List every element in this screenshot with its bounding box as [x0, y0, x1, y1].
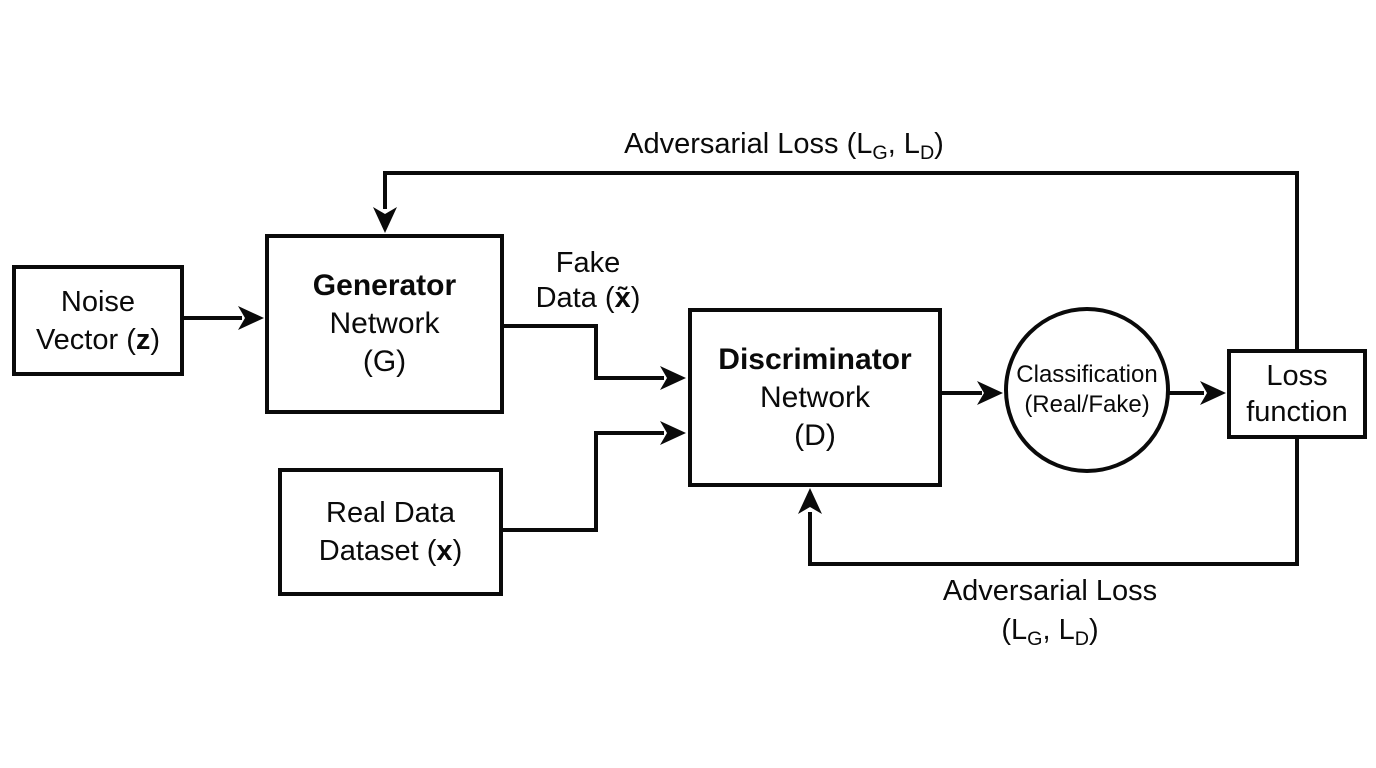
- classification-node: Classification (Real/Fake): [1004, 307, 1170, 473]
- noise-vector-label-line2: Vector (z): [36, 321, 160, 359]
- adv-top-post: ): [934, 128, 944, 160]
- noise-vector-node: Noise Vector (z): [12, 265, 184, 376]
- adversarial-loss-bottom-label: Adversarial Loss (LG, LD): [900, 574, 1200, 651]
- arrowhead-generator-to-discriminator: [660, 366, 686, 390]
- adv-bottom-line1: Adversarial Loss: [942, 575, 1158, 607]
- real-data-line2-post: ): [452, 535, 463, 567]
- generator-label-line3: (G): [362, 345, 407, 378]
- arrowhead-loss-to-discriminator: [798, 488, 822, 514]
- edge-realdata-to-discriminator: [502, 431, 664, 532]
- real-data-variable: x: [436, 535, 453, 567]
- real-data-label-line2: Dataset (x): [319, 532, 462, 570]
- generator-label-line1: Generator: [312, 269, 457, 302]
- loss-function-label-line1: Loss: [1266, 360, 1328, 392]
- loss-function-label-line2: function: [1246, 396, 1348, 428]
- adv-bottom-mid: , L: [1042, 614, 1075, 646]
- loss-function-node: Loss function: [1227, 349, 1367, 439]
- edge-loss-to-discriminator-feedback: [808, 437, 1299, 566]
- fake-data-line2-pre: Data (: [535, 282, 615, 314]
- fake-data-line2-post: ): [630, 282, 641, 314]
- real-data-node: Real Data Dataset (x): [278, 468, 503, 596]
- arrowhead-noise-to-generator: [238, 306, 264, 330]
- discriminator-node: Discriminator Network (D): [688, 308, 942, 487]
- generator-node: Generator Network (G): [265, 234, 504, 414]
- fake-data-edge-label: Fake Data (x̃): [498, 246, 678, 316]
- arrowhead-classification-to-loss: [1200, 381, 1226, 405]
- adv-bottom-post: ): [1088, 614, 1099, 646]
- adv-bottom-pre: (L: [1001, 614, 1028, 646]
- adv-top-pre: Adversarial Loss (L: [624, 128, 873, 160]
- discriminator-label-line1: Discriminator: [718, 342, 912, 376]
- adv-bottom-sub-d: D: [1074, 627, 1089, 650]
- adv-top-sub-d: D: [919, 141, 935, 164]
- real-data-line2-pre: Dataset (: [318, 535, 437, 567]
- noise-line2-pre: Vector (: [35, 323, 136, 356]
- noise-vector-label-line1: Noise: [60, 285, 136, 318]
- edge-loss-to-generator-feedback: [383, 171, 1299, 350]
- adv-top-mid: , L: [887, 128, 920, 160]
- adv-bottom-line2: (LG, LD): [900, 609, 1200, 651]
- adversarial-loss-top-label: Adversarial Loss (LG, LD): [559, 127, 1009, 162]
- discriminator-label-line2: Network: [759, 380, 871, 414]
- adv-top-sub-g: G: [872, 141, 888, 164]
- noise-line2-post: ): [150, 323, 161, 356]
- fake-data-label-line1: Fake: [555, 247, 621, 279]
- discriminator-label-line3: (D): [794, 418, 836, 452]
- classification-label-line2: (Real/Fake): [1024, 391, 1150, 418]
- fake-data-variable: x̃: [614, 282, 631, 314]
- arrowhead-loss-to-generator: [373, 207, 397, 233]
- noise-variable: z: [135, 323, 151, 356]
- generator-label-line2: Network: [329, 307, 440, 340]
- real-data-label-line1: Real Data: [326, 497, 455, 529]
- arrowhead-discriminator-to-classification: [977, 381, 1003, 405]
- edge-generator-to-discriminator: [502, 324, 664, 380]
- fake-data-label-line2: Data (x̃): [498, 281, 678, 316]
- arrowhead-realdata-to-discriminator: [660, 421, 686, 445]
- classification-label-line1: Classification: [1016, 361, 1158, 388]
- adv-bottom-sub-g: G: [1027, 627, 1043, 650]
